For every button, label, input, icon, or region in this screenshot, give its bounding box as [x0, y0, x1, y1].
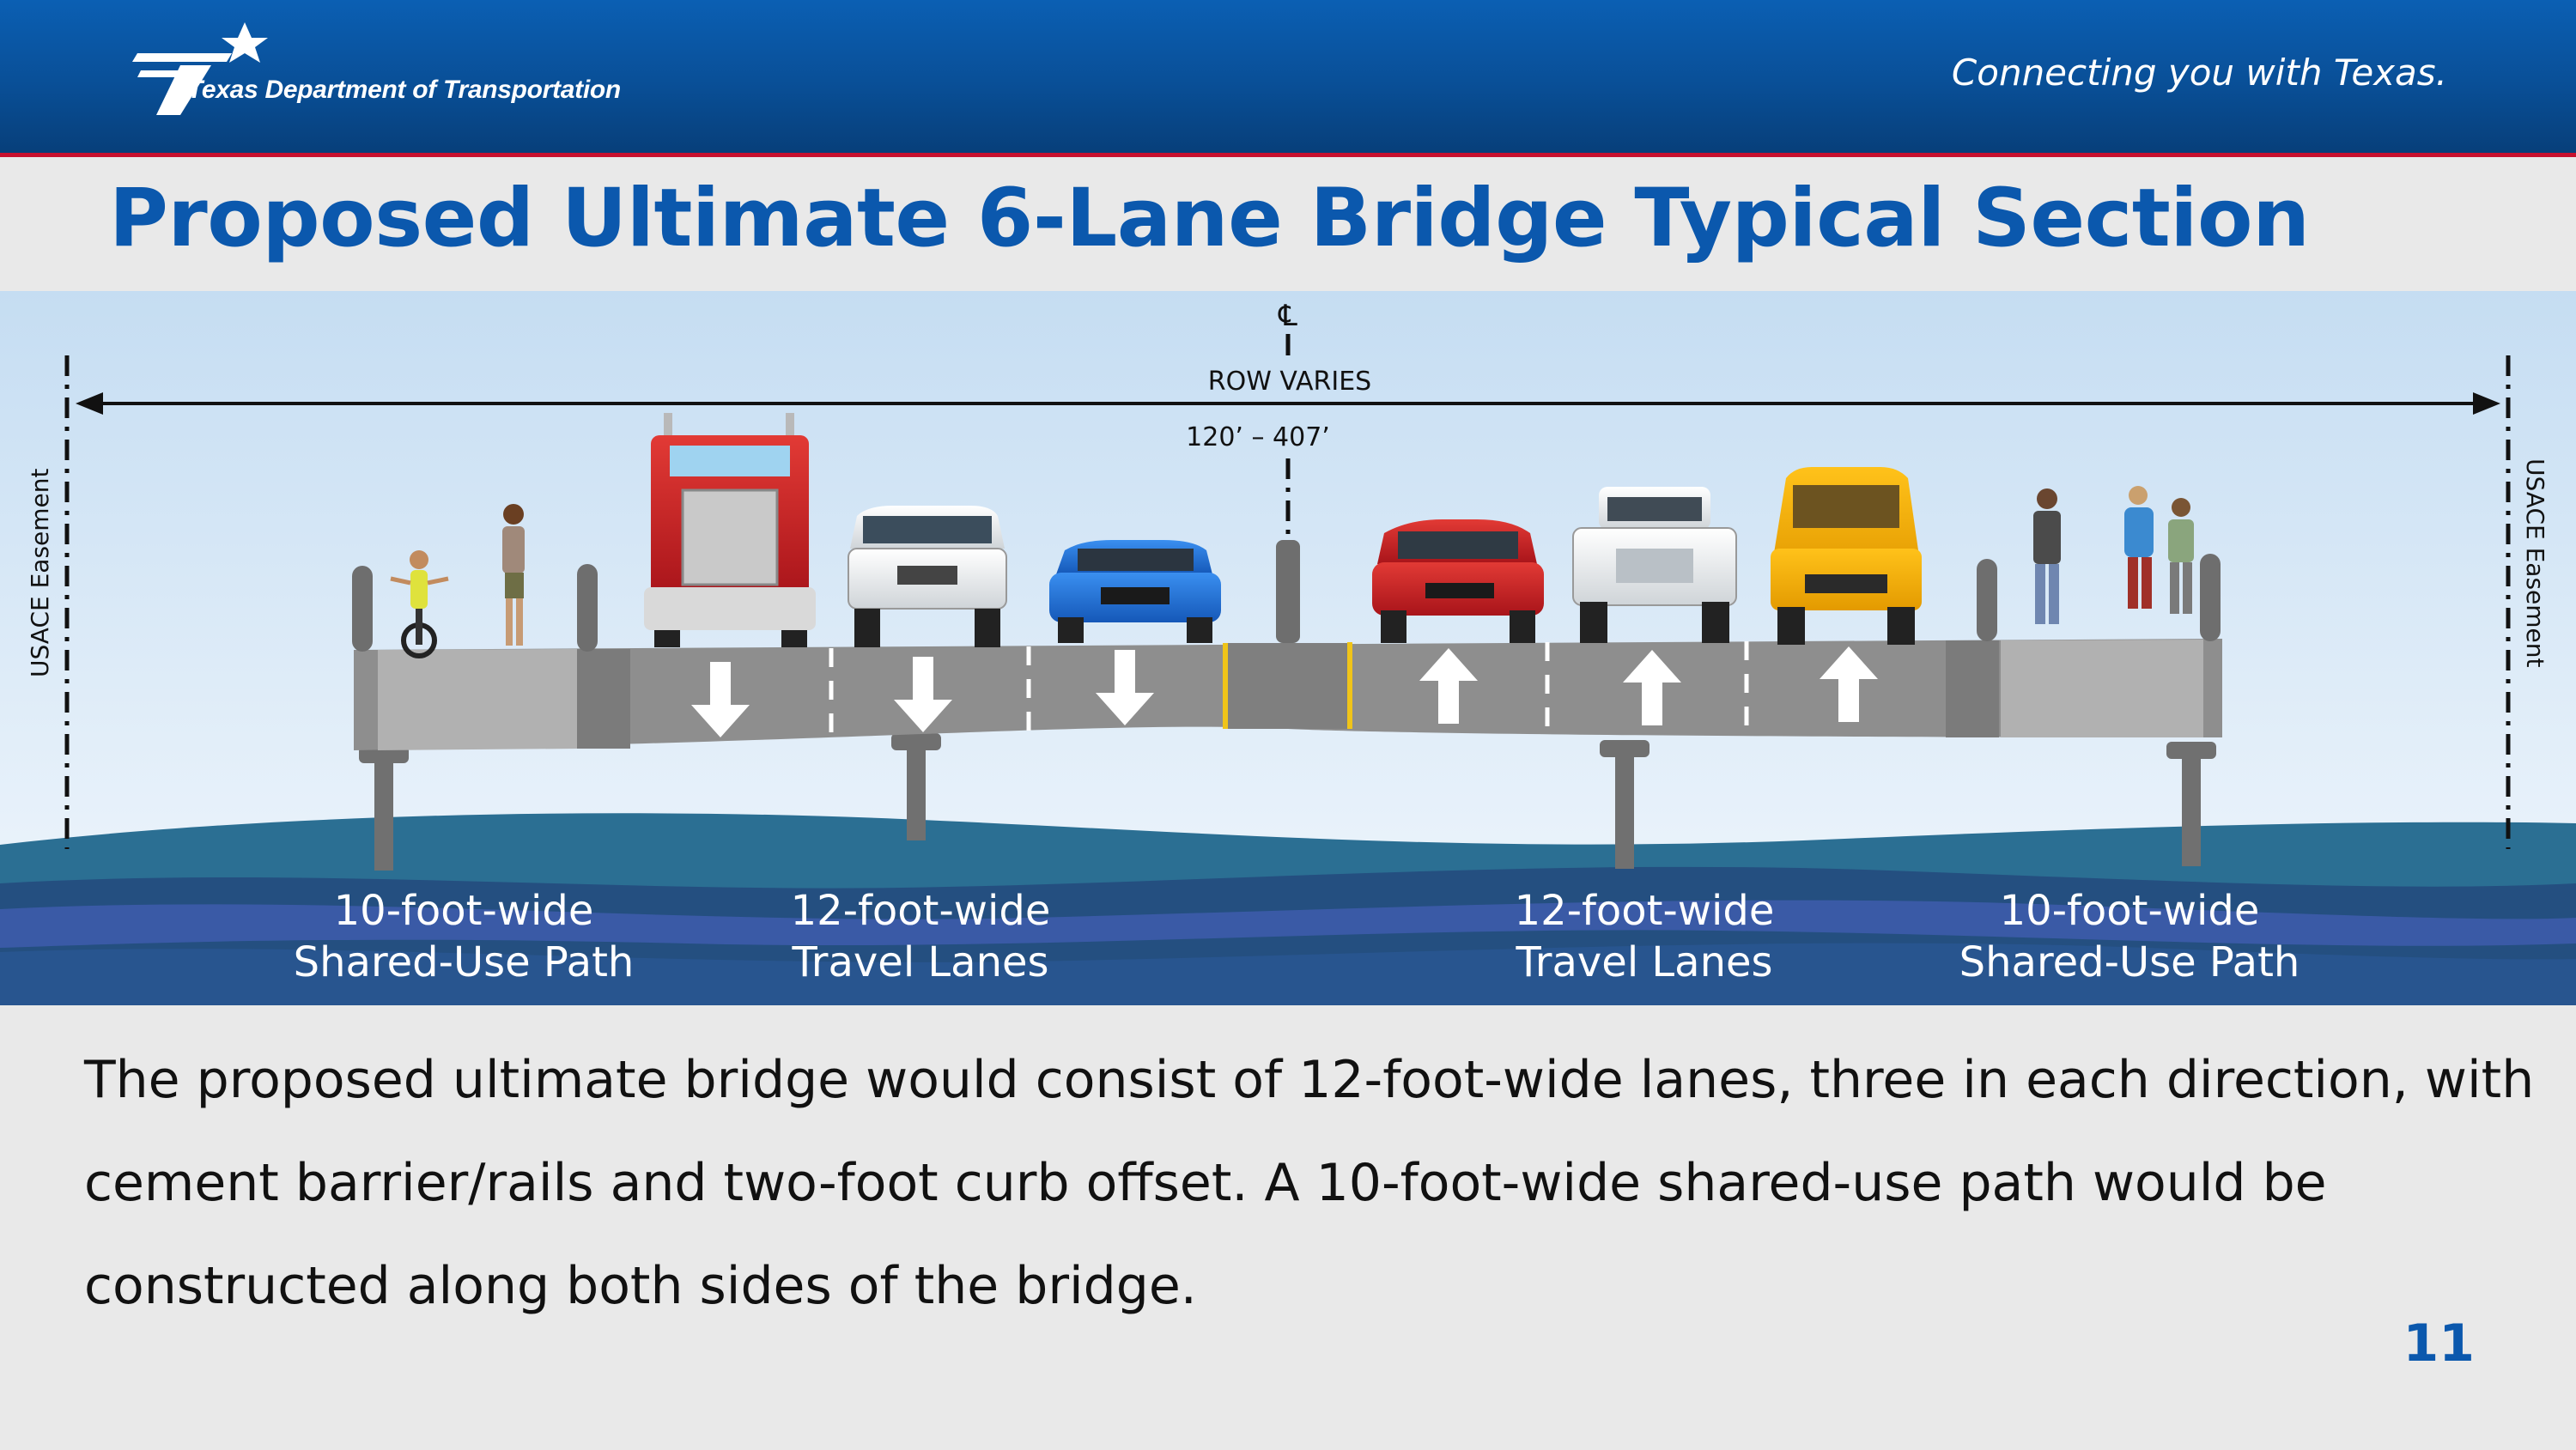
pedestrian-man-icon — [2033, 488, 2061, 624]
bridge-piers — [359, 733, 2216, 871]
row-arrowhead-left — [76, 392, 103, 415]
logo-text: Texas Department of Transportation — [187, 76, 621, 104]
yellow-van-icon — [1771, 467, 1922, 645]
lane-label-line1: 10-foot-wide — [1999, 887, 2260, 935]
walker-woman-icon — [2168, 498, 2194, 614]
bridge-typical-section-diagram: ℄ ROW VARIES 120’ – 407’ USACE Easement … — [0, 291, 2576, 1005]
cyclist-icon — [390, 550, 449, 658]
white-pickup-icon — [1572, 487, 1737, 643]
arrow-up-icons — [1419, 646, 1878, 725]
tagline: Connecting you with Texas. — [1951, 52, 2447, 94]
lane-stripes — [829, 641, 1749, 737]
row-arrowhead-right — [2473, 392, 2500, 415]
jogger-icon — [2124, 486, 2154, 609]
easement-label-left: USACE Easement — [26, 468, 54, 677]
blue-car-icon — [1049, 540, 1221, 643]
lane-label-line2: Shared-Use Path — [1959, 938, 2300, 986]
median-barrier — [1228, 643, 1348, 729]
lane-label-left-travel: 12-foot-wide Travel Lanes — [766, 885, 1075, 988]
arrow-down-icons — [691, 650, 1154, 737]
row-label: ROW VARIES — [1208, 367, 1371, 397]
page-number: 11 — [2403, 1313, 2476, 1374]
description-paragraph: The proposed ultimate bridge would consi… — [84, 1050, 2535, 1316]
lane-label-left-path: 10-foot-wide Shared-Use Path — [283, 885, 644, 988]
lane-label-line2: Travel Lanes — [1516, 938, 1773, 986]
title-band — [0, 157, 2576, 291]
header-bar — [0, 0, 2576, 153]
pedestrian-icon — [502, 504, 525, 646]
railing-posts — [352, 540, 2221, 652]
lane-label-right-path: 10-foot-wide Shared-Use Path — [1949, 885, 2310, 988]
shared-use-path-left — [378, 649, 577, 750]
lane-label-line1: 12-foot-wide — [1514, 887, 1775, 935]
centerline-symbol: ℄ — [1278, 299, 1297, 333]
barrier-left — [577, 649, 630, 749]
water-band-1 — [0, 900, 2576, 948]
lane-label-right-travel: 12-foot-wide Travel Lanes — [1490, 885, 1799, 988]
txdot-logo — [132, 22, 268, 115]
header-accent-line — [0, 153, 2576, 157]
shared-use-path-right — [2001, 640, 2203, 737]
semi-truck-icon — [644, 413, 816, 647]
lane-label-line1: 10-foot-wide — [333, 887, 594, 935]
water-front — [0, 943, 2576, 1005]
row-range: 120’ – 407’ — [1186, 422, 1330, 452]
red-car-icon — [1372, 519, 1544, 643]
lane-label-line2: Travel Lanes — [792, 938, 1049, 986]
lane-label-line1: 12-foot-wide — [790, 887, 1051, 935]
page-title: Proposed Ultimate 6-Lane Bridge Typical … — [109, 172, 2310, 265]
easement-label-right: USACE Easement — [2521, 458, 2549, 668]
barrier-right — [1946, 640, 1999, 737]
white-suv-icon — [848, 506, 1007, 647]
lane-label-line2: Shared-Use Path — [293, 938, 635, 986]
